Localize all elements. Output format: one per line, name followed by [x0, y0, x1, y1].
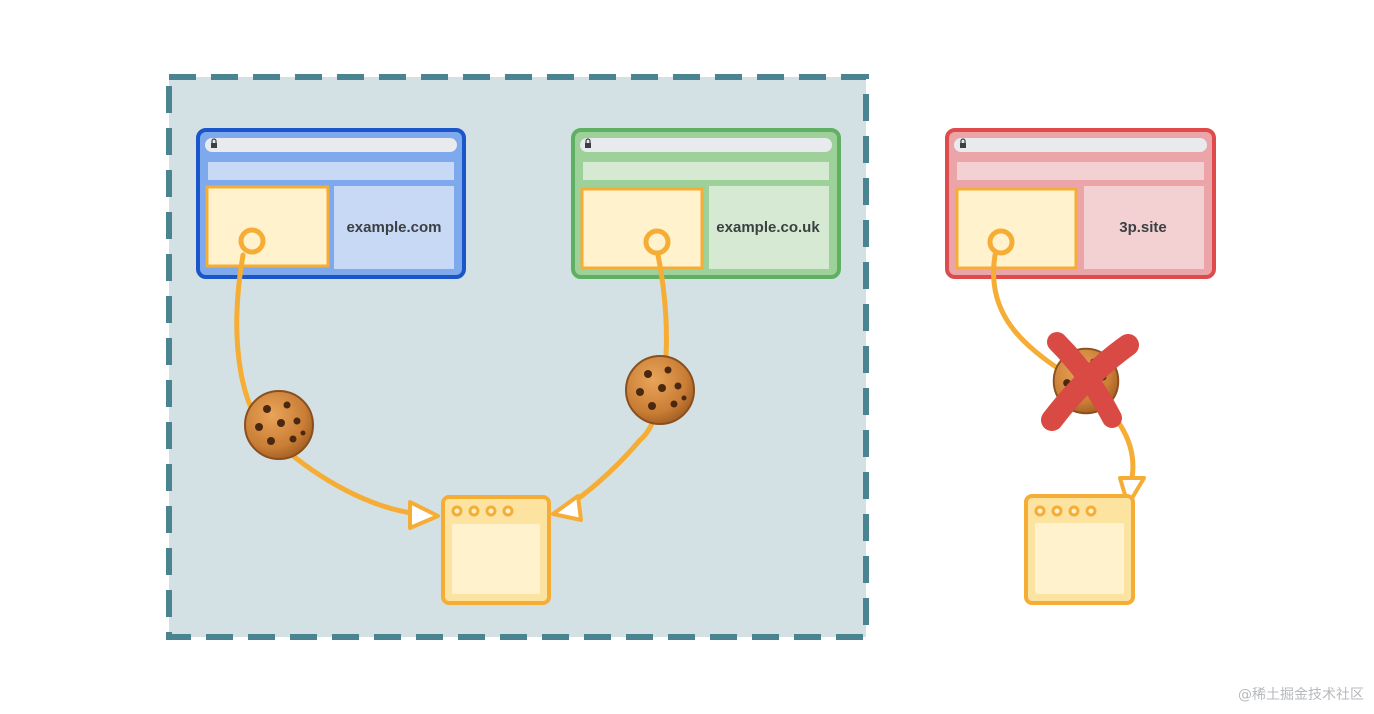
content-panel: [709, 186, 829, 269]
cookie-icon: [625, 355, 695, 425]
embed-content: [452, 524, 540, 594]
embed-window-3p: [1024, 494, 1135, 605]
address-bar: [580, 138, 832, 152]
site-window-example-com: example.com: [196, 128, 466, 279]
origin-3p-site: [987, 228, 1015, 256]
site-label: 3p.site: [1119, 219, 1167, 236]
watermark-text: @稀土掘金技术社区: [1238, 687, 1364, 703]
embedded-iframe: [955, 187, 1078, 270]
site-label: example.com: [346, 219, 441, 236]
origin-example-co-uk: [643, 228, 671, 256]
arrowhead-left: [408, 500, 440, 530]
window-dots: [451, 505, 514, 517]
address-bar: [205, 138, 457, 152]
lock-icon: [960, 138, 966, 148]
embed-window-shared: [441, 495, 551, 605]
arrow-origins: [238, 227, 1015, 256]
blocked-x-icon: [1041, 332, 1139, 431]
embedded-iframe: [580, 187, 704, 270]
toolbar-strip: [583, 162, 829, 180]
site-window-example-co-uk: example.co.uk: [571, 128, 841, 279]
lock-icon: [211, 138, 217, 148]
cookie-icon: [244, 390, 314, 460]
origin-example-com: [238, 227, 266, 255]
content-panel: [1084, 186, 1204, 269]
arrow-example-co-uk-to-embed: [557, 252, 669, 513]
window-dots: [1034, 505, 1097, 517]
site-window-3p-site: 3p.site: [945, 128, 1216, 279]
lock-icon: [585, 138, 591, 148]
embed-content: [1035, 523, 1124, 594]
toolbar-strip: [957, 162, 1204, 180]
arrowheads: [408, 476, 1146, 530]
embedded-iframe: [205, 185, 330, 268]
content-panel: [334, 186, 454, 269]
toolbar-strip: [208, 162, 454, 180]
site-label: example.co.uk: [716, 219, 820, 236]
arrowhead-right: [551, 494, 583, 522]
address-bar: [954, 138, 1207, 152]
